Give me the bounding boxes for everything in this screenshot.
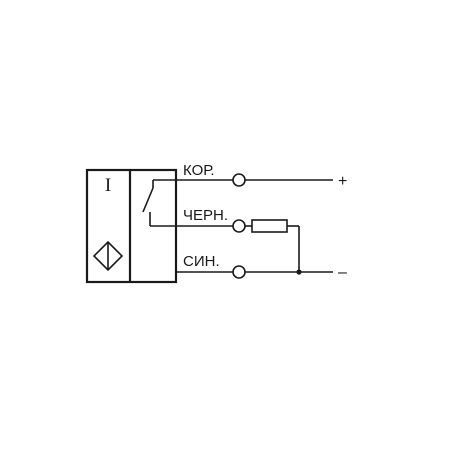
sensor-type-label: I xyxy=(105,175,111,196)
terminal-blue xyxy=(232,265,246,279)
junction-dot xyxy=(296,269,302,275)
wire-label-black: ЧЕРН. xyxy=(183,207,228,224)
inductive-sensor-icon xyxy=(92,240,124,272)
wire-brown xyxy=(153,173,333,187)
polarity-plus: + xyxy=(338,173,347,190)
wire-label-brown: КОР. xyxy=(183,162,215,179)
terminal-brown xyxy=(232,173,246,187)
polarity-minus: – xyxy=(338,264,347,281)
switch-contact-icon xyxy=(142,180,233,227)
wire-label-blue: СИН. xyxy=(183,253,220,270)
wire-black xyxy=(232,219,300,272)
load-resistor xyxy=(251,219,288,233)
terminal-black xyxy=(232,219,246,233)
wire-blue xyxy=(176,265,333,279)
